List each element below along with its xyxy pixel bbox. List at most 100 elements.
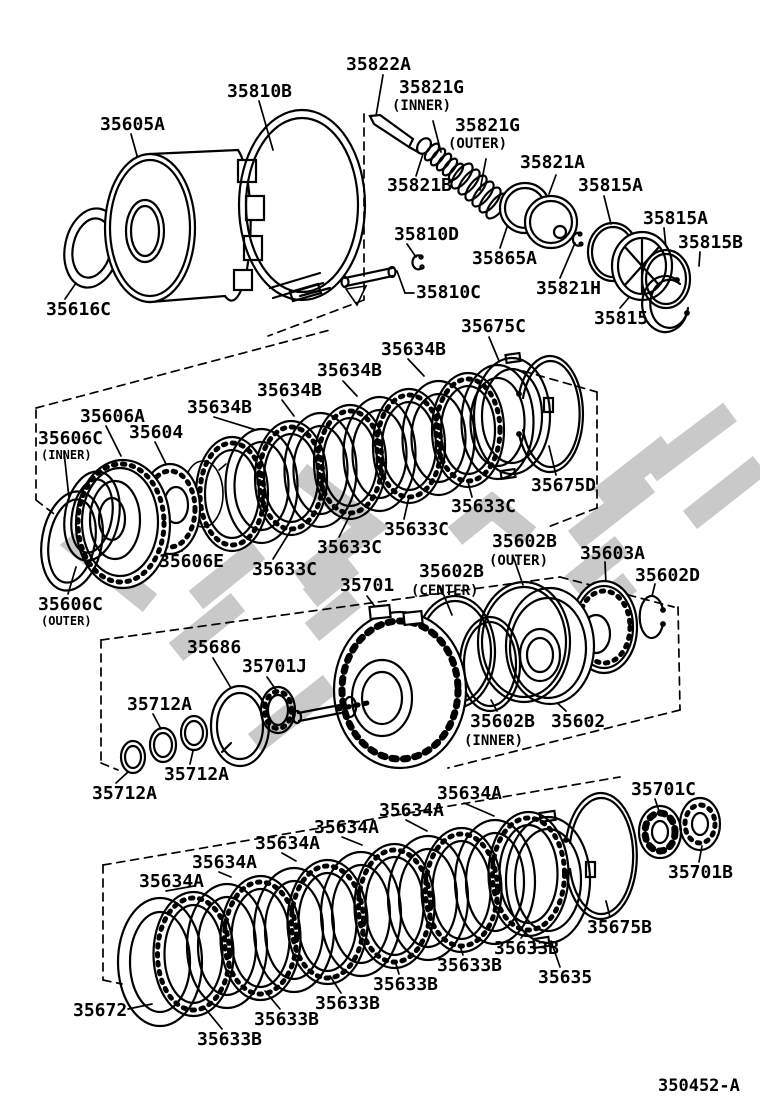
part-label-35633C-2: 35633C bbox=[384, 519, 450, 540]
piston-35602 bbox=[504, 586, 596, 706]
spring-inner-35821g bbox=[423, 142, 465, 182]
bearing-race-35701b bbox=[678, 796, 722, 852]
thrust-washer-35712a-1 bbox=[119, 739, 147, 775]
part-label-35810D: 35810D bbox=[394, 224, 460, 245]
part-label-35635: 35635 bbox=[538, 967, 593, 988]
piston-35815 bbox=[610, 230, 674, 302]
clutch-pack-bottom bbox=[154, 812, 569, 1016]
input-shaft-35701 bbox=[291, 695, 375, 725]
part-label-35701C: 35701C bbox=[631, 779, 697, 800]
part-qualifier-center: (CENTER) bbox=[411, 583, 479, 599]
part-label-35633B-5: 35633B bbox=[254, 1009, 320, 1030]
part-label-35815B: 35815B bbox=[678, 232, 744, 253]
part-label-35633B-2: 35633B bbox=[437, 955, 503, 976]
part-label-35634A-4: 35634A bbox=[255, 833, 321, 854]
part-label-35634B-2: 35634B bbox=[317, 360, 383, 381]
part-qualifier-outer: (OUTER) bbox=[489, 553, 549, 569]
part-label-35633C-4: 35633C bbox=[252, 559, 318, 580]
race-35686 bbox=[209, 684, 271, 768]
part-label-35634A-1: 35634A bbox=[437, 783, 503, 804]
part-label-35675C: 35675C bbox=[461, 316, 527, 337]
anchor-pin-35810c bbox=[340, 265, 397, 289]
part-qualifier-outer: (OUTER) bbox=[41, 614, 92, 628]
part-label-35602B-outer: 35602B bbox=[492, 531, 558, 552]
drum-35606a bbox=[74, 458, 172, 590]
part-label-35675D: 35675D bbox=[531, 475, 597, 496]
bearing-35701c bbox=[637, 804, 683, 860]
snap-ring-35815b bbox=[641, 275, 690, 334]
part-label-35633C-3: 35633C bbox=[317, 537, 383, 558]
part-label-35634A-5: 35634A bbox=[192, 852, 258, 873]
part-label-35633B-3: 35633B bbox=[373, 974, 439, 995]
spring-outer-35821g bbox=[450, 162, 509, 220]
part-label-35633C-1: 35633C bbox=[451, 496, 517, 517]
push-rod-35822a bbox=[368, 113, 420, 154]
part-qualifier-outer: (OUTER) bbox=[448, 136, 508, 152]
part-label-35712A-1: 35712A bbox=[127, 694, 193, 715]
part-label-35602D: 35602D bbox=[635, 565, 701, 586]
part-label-35821B: 35821B bbox=[387, 175, 453, 196]
o-ring-35602b-outer bbox=[476, 580, 572, 704]
part-qualifier-inner: (INNER) bbox=[464, 733, 524, 749]
part-label-35672: 35672 bbox=[73, 1000, 128, 1021]
thrust-washer-35712a-3 bbox=[179, 714, 209, 752]
part-label-35822A: 35822A bbox=[346, 54, 412, 75]
brake-drum-35605a bbox=[103, 148, 266, 304]
part-label-35634B-4: 35634B bbox=[187, 397, 253, 418]
figure-code: 350452-A bbox=[658, 1076, 740, 1096]
dashed-frames bbox=[35, 113, 681, 985]
flange-35635 bbox=[504, 809, 597, 950]
e-ring-35821h bbox=[571, 231, 584, 247]
part-label-35602B-center: 35602B bbox=[419, 561, 485, 582]
part-label-35815A-1: 35815A bbox=[578, 175, 644, 196]
part-label-35686: 35686 bbox=[187, 637, 242, 658]
part-label-35865A: 35865A bbox=[472, 248, 538, 269]
part-qualifier-inner: (INNER) bbox=[41, 448, 92, 462]
part-label-35634A-3: 35634A bbox=[314, 817, 380, 838]
part-label-35602: 35602 bbox=[551, 711, 606, 732]
part-label-35821G-outer: 35821G bbox=[455, 115, 521, 136]
snap-ring-35602d bbox=[638, 594, 666, 640]
part-label-35603A: 35603A bbox=[580, 543, 646, 564]
part-label-35810B: 35810B bbox=[227, 81, 293, 102]
part-label-35605A: 35605A bbox=[100, 114, 166, 135]
part-label-35821G-inner: 35821G bbox=[399, 77, 465, 98]
part-label-35815A-2: 35815A bbox=[643, 208, 709, 229]
snap-ring-35675b bbox=[563, 791, 638, 921]
part-qualifier-inner: (INNER) bbox=[392, 98, 452, 114]
part-label-35712A-3: 35712A bbox=[92, 783, 158, 804]
part-label-35634A-6: 35634A bbox=[139, 871, 205, 892]
part-label-35701J: 35701J bbox=[242, 656, 308, 677]
part-label-35634B-1: 35634B bbox=[381, 339, 447, 360]
part-label-35606C-outer: 35606C bbox=[38, 594, 104, 615]
part-label-35675B: 35675B bbox=[587, 917, 653, 938]
part-label-35633B-6: 35633B bbox=[197, 1029, 263, 1050]
part-label-35602B-inner: 35602B bbox=[470, 711, 536, 732]
planetary-drum-35701 bbox=[332, 603, 468, 770]
o-ring-35606c-inner bbox=[63, 470, 121, 562]
part-label-35821A: 35821A bbox=[520, 152, 586, 173]
pressure-plate-35672 bbox=[116, 896, 204, 1028]
o-ring-35606c-outer bbox=[40, 490, 104, 592]
part-label-35606E: 35606E bbox=[159, 551, 225, 572]
part-label-35712A-2: 35712A bbox=[164, 764, 230, 785]
part-label-35606C-inner: 35606C bbox=[38, 428, 104, 449]
part-label-35606A: 35606A bbox=[80, 406, 146, 427]
e-clip-35810d bbox=[411, 254, 425, 271]
cover-35821a bbox=[523, 194, 579, 250]
part-label-35634A-2: 35634A bbox=[379, 800, 445, 821]
part-label-35701: 35701 bbox=[340, 575, 395, 596]
part-label-35634B-3: 35634B bbox=[257, 380, 323, 401]
part-label-35810C: 35810C bbox=[416, 282, 482, 303]
o-ring-35815a-rear bbox=[640, 248, 692, 310]
part-label-35815: 35815 bbox=[594, 308, 649, 329]
part-label-35821H: 35821H bbox=[536, 278, 602, 299]
thrust-washer-35712a-2 bbox=[148, 726, 178, 764]
part-label-35616C: 35616C bbox=[46, 299, 112, 320]
part-label-35633B-1: 35633B bbox=[494, 938, 560, 959]
brake-band-35810b bbox=[237, 108, 367, 303]
part-label-35701B: 35701B bbox=[668, 862, 734, 883]
part-label-35604: 35604 bbox=[129, 422, 184, 443]
